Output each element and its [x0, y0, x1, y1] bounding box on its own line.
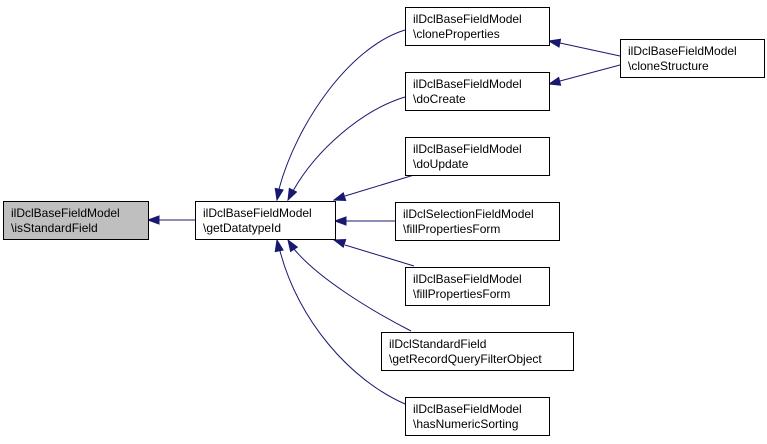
arrowhead-icon [547, 38, 562, 48]
node-box [395, 202, 560, 241]
node-box [405, 7, 550, 46]
node-method-label: \getDatatypeId [203, 221, 281, 235]
edge-line [559, 42, 621, 57]
edge-getDatatypeId-to-isStandardField [146, 215, 195, 225]
arrowhead-icon [274, 187, 284, 202]
edge-doUpdate-to-getDatatypeId [332, 174, 415, 202]
node-box [405, 72, 550, 111]
node-box [3, 201, 149, 240]
node-method-label: \fillPropertiesForm [403, 222, 500, 236]
edge-cloneProperties-to-getDatatypeId [274, 29, 406, 202]
node-selFillPropertiesForm[interactable]: ilDclSelectionFieldModel\fillPropertiesF… [395, 202, 560, 241]
node-class-label: ilDclBaseFieldModel [413, 142, 522, 156]
edge-selFillPropertiesForm-to-getDatatypeId [333, 216, 395, 226]
node-box [195, 201, 336, 240]
arrowhead-icon [287, 238, 299, 253]
nodes-layer: ilDclBaseFieldModel\isStandardFieldilDcl… [3, 7, 765, 436]
node-getRecordQueryFilterObject[interactable]: ilDclStandardField\getRecordQueryFilterO… [381, 332, 574, 371]
node-class-label: ilDclBaseFieldModel [628, 44, 737, 58]
edge-doCreate-to-getDatatypeId [287, 96, 406, 202]
edge-line [292, 96, 406, 192]
node-baseFillPropertiesForm[interactable]: ilDclBaseFieldModel\fillPropertiesForm [405, 267, 550, 306]
arrowhead-icon [333, 216, 347, 226]
node-isStandardField[interactable]: ilDclBaseFieldModel\isStandardField [3, 201, 149, 240]
node-class-label: ilDclSelectionFieldModel [403, 207, 534, 221]
node-box [381, 332, 574, 371]
node-class-label: ilDclBaseFieldModel [203, 206, 312, 220]
node-method-label: \isStandardField [11, 221, 98, 235]
node-class-label: ilDclStandardField [389, 337, 486, 351]
edge-cloneStructure-to-cloneProperties [547, 38, 621, 57]
node-method-label: \getRecordQueryFilterObject [389, 352, 542, 366]
edge-cloneStructure-to-doCreate [547, 64, 621, 86]
node-class-label: ilDclBaseFieldModel [413, 12, 522, 26]
node-method-label: \fillPropertiesForm [413, 287, 510, 301]
edge-getRecordQueryFilterObject-to-getDatatypeId [287, 238, 412, 332]
edge-line [344, 174, 415, 197]
node-box [620, 39, 765, 78]
edge-line [344, 244, 415, 267]
node-class-label: ilDclBaseFieldModel [413, 77, 522, 91]
edge-line [559, 64, 621, 82]
node-getDatatypeId[interactable]: ilDclBaseFieldModel\getDatatypeId [195, 201, 336, 240]
node-box [405, 137, 550, 176]
node-method-label: \cloneStructure [628, 59, 709, 73]
edge-hasNumericSorting-to-getDatatypeId [274, 238, 406, 405]
node-doUpdate[interactable]: ilDclBaseFieldModel\doUpdate [405, 137, 550, 176]
edge-line [279, 250, 406, 405]
arrowhead-icon [146, 215, 160, 225]
arrowhead-icon [547, 76, 562, 86]
arrowhead-icon [332, 192, 347, 202]
edge-line [293, 248, 412, 332]
node-doCreate[interactable]: ilDclBaseFieldModel\doCreate [405, 72, 550, 111]
node-cloneProperties[interactable]: ilDclBaseFieldModel\cloneProperties [405, 7, 550, 46]
node-class-label: ilDclBaseFieldModel [413, 402, 522, 416]
node-box [405, 397, 550, 436]
edges-layer [146, 29, 621, 405]
node-class-label: ilDclBaseFieldModel [413, 272, 522, 286]
arrowhead-icon [274, 238, 284, 253]
node-hasNumericSorting[interactable]: ilDclBaseFieldModel\hasNumericSorting [405, 397, 550, 436]
arrowhead-icon [332, 238, 347, 248]
node-box [405, 267, 550, 306]
node-method-label: \doUpdate [413, 157, 469, 171]
edge-baseFillPropertiesForm-to-getDatatypeId [332, 238, 415, 267]
node-method-label: \cloneProperties [413, 27, 500, 41]
node-method-label: \doCreate [413, 92, 466, 106]
node-class-label: ilDclBaseFieldModel [11, 206, 120, 220]
node-method-label: \hasNumericSorting [413, 417, 518, 431]
edge-line [278, 29, 406, 190]
node-cloneStructure[interactable]: ilDclBaseFieldModel\cloneStructure [620, 39, 765, 78]
arrowhead-icon [287, 187, 298, 202]
